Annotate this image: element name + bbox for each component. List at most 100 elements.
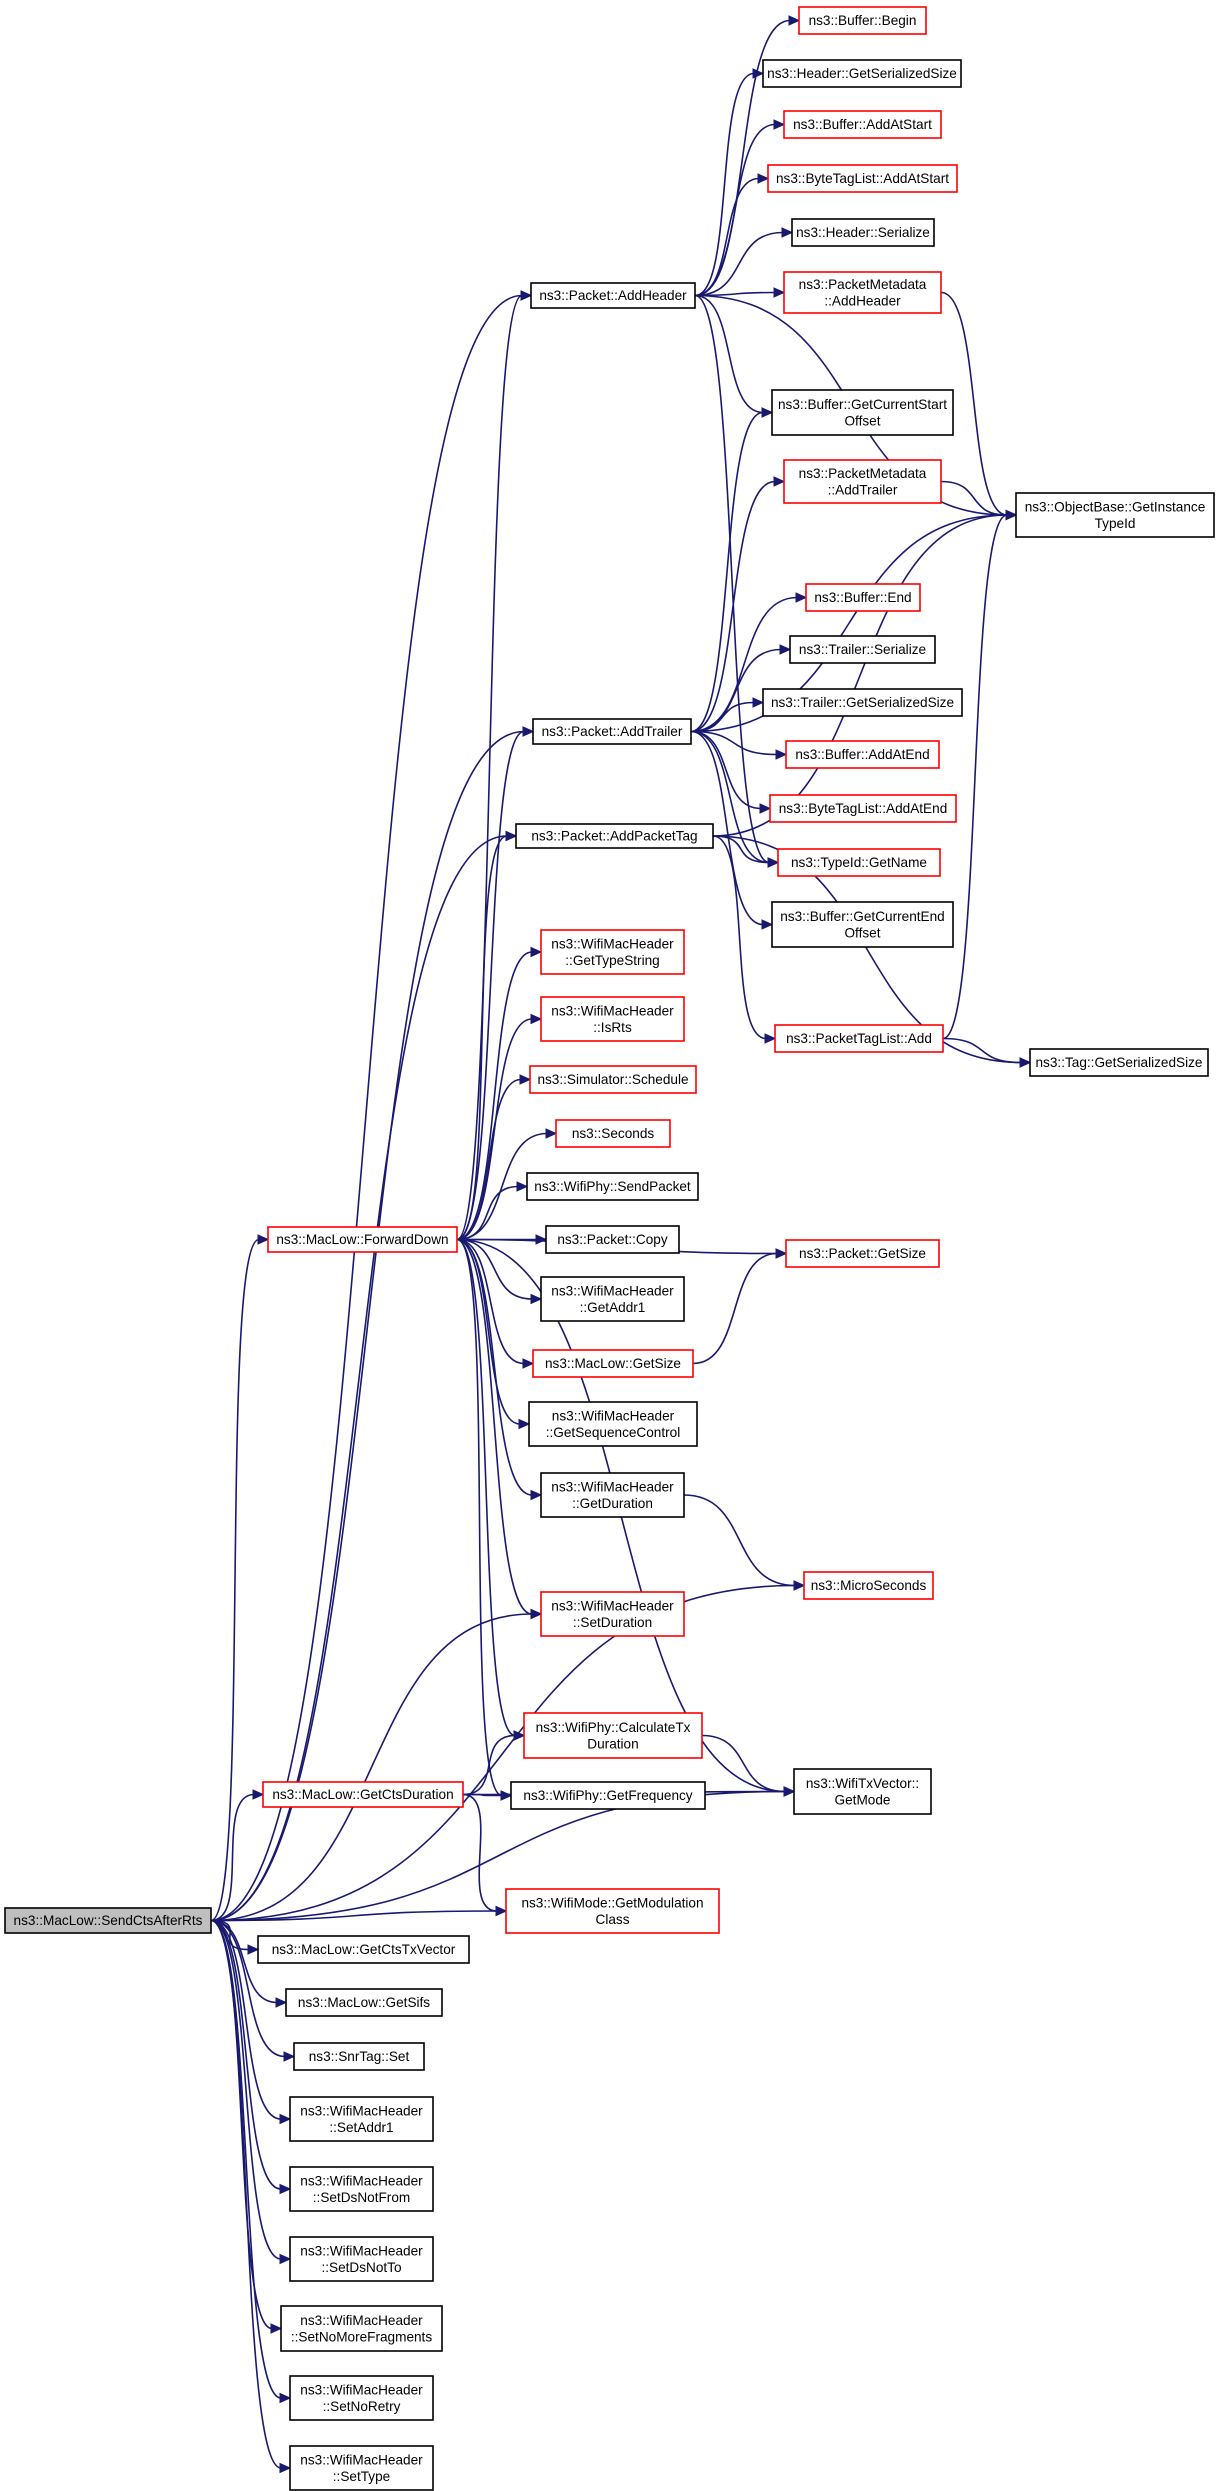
edge-arrowhead [773, 119, 786, 130]
graph-node[interactable]: ns3::PacketMetadata::AddTrailer [783, 459, 942, 504]
graph-node[interactable]: ns3::MacLow::GetCtsTxVector [257, 1935, 470, 1964]
node-box [805, 583, 921, 612]
graph-node[interactable]: ns3::Packet::AddHeader [530, 282, 696, 309]
graph-node[interactable]: ns3::WifiPhy::GetFrequency [510, 1781, 706, 1810]
graph-node[interactable]: ns3::Header::Serialize [791, 218, 935, 247]
graph-node[interactable]: ns3::ByteTagList::AddAtEnd [769, 794, 957, 823]
edge [690, 648, 782, 733]
node-box [785, 740, 940, 769]
edge [940, 480, 1008, 516]
graph-node[interactable]: ns3::Simulator::Schedule [529, 1065, 697, 1094]
graph-node[interactable]: ns3::Buffer::Begin [798, 6, 927, 35]
node-box [1015, 492, 1215, 538]
graph-node[interactable]: ns3::MicroSeconds [803, 1571, 934, 1600]
graph-node[interactable]: ns3::PacketMetadata::AddHeader [783, 271, 942, 314]
graph-node[interactable]: ns3::WifiMacHeader::SetDsNotFrom [289, 2166, 434, 2212]
edge-arrowhead [500, 1790, 513, 1801]
edge-arrowhead [757, 173, 770, 184]
graph-node[interactable]: ns3::MacLow::GetSize [532, 1349, 694, 1378]
graph-node[interactable]: ns3::Buffer::AddAtStart [783, 110, 942, 139]
nodes-layer: ns3::MacLow::SendCtsAfterRtsns3::Packet:… [4, 6, 1215, 2491]
node-box [530, 282, 696, 309]
node-label: ::AddHeader [824, 293, 901, 308]
graph-node[interactable]: ns3::SnrTag::Set [293, 2042, 425, 2071]
node-label: ns3::WifiMacHeader [551, 1003, 674, 1018]
graph-node[interactable]: ns3::Packet::Copy [545, 1225, 680, 1254]
graph-node[interactable]: ns3::WifiMacHeader::GetSequenceControl [528, 1401, 698, 1447]
graph-node[interactable]: ns3::WifiMacHeader::GetDuration [540, 1472, 685, 1518]
node-label: ns3::MacLow::GetSifs [298, 1995, 430, 2010]
node-label: ns3::Packet::AddTrailer [542, 724, 683, 739]
node-label: ::GetAddr1 [580, 1300, 646, 1315]
graph-node[interactable]: ns3::WifiMacHeader::SetNoRetry [289, 2375, 434, 2421]
graph-node[interactable]: ns3::MacLow::GetCtsDuration [262, 1781, 464, 1808]
node-label: ns3::WifiPhy::CalculateTx [536, 1720, 691, 1735]
graph-node[interactable]: ns3::WifiMacHeader::SetAddr1 [289, 2096, 434, 2142]
edge [712, 514, 1008, 837]
node-label: ns3::Seconds [572, 1126, 655, 1141]
graph-node[interactable]: ns3::WifiMacHeader::GetAddr1 [540, 1276, 685, 1322]
node-box [289, 2375, 434, 2421]
graph-node[interactable]: ns3::ByteTagList::AddAtStart [767, 164, 958, 193]
node-label: ::SetDuration [573, 1615, 652, 1630]
graph-node[interactable]: ns3::WifiMacHeader::GetTypeString [540, 929, 685, 975]
graph-node[interactable]: ns3::WifiTxVector::GetMode [793, 1768, 932, 1815]
graph-node[interactable]: ns3::MacLow::GetSifs [285, 1988, 443, 2017]
graph-node[interactable]: ns3::WifiMacHeader::SetType [289, 2445, 434, 2491]
edge [694, 294, 764, 414]
graph-node[interactable]: ns3::Buffer::End [805, 583, 921, 612]
edge-arrowhead [530, 1608, 543, 1620]
graph-node[interactable]: ns3::WifiPhy::SendPacket [526, 1172, 699, 1201]
node-label: ns3::WifiMacHeader [300, 2382, 423, 2397]
edge [210, 1238, 260, 1922]
graph-node[interactable]: ns3::WifiMacHeader::IsRts [540, 996, 685, 1042]
edge [683, 1494, 796, 1587]
node-label: TypeId [1095, 516, 1136, 531]
edge [694, 294, 770, 864]
edge-arrowhead [283, 2051, 296, 2062]
node-box [285, 1988, 443, 2017]
graph-node[interactable]: ns3::TypeId::GetName [777, 848, 941, 877]
graph-node[interactable]: ns3::PacketTagList::Add [774, 1024, 944, 1053]
graph-node[interactable]: ns3::Packet::AddPacketTag [515, 823, 714, 849]
node-box [510, 1781, 706, 1810]
edge-arrowhead [752, 697, 765, 708]
node-box [783, 110, 942, 139]
graph-node[interactable]: ns3::Buffer::AddAtEnd [785, 740, 940, 769]
edge-arrowhead [545, 1128, 558, 1139]
edge-arrowhead [279, 2113, 292, 2125]
edge [694, 72, 755, 297]
node-label: ns3::Buffer::AddAtStart [793, 117, 932, 132]
graph-node[interactable]: ns3::WifiMacHeader::SetDuration [540, 1591, 685, 1637]
graph-node[interactable]: ns3::MacLow::ForwardDown [267, 1226, 458, 1253]
edge [210, 835, 508, 1922]
graph-node[interactable]: ns3::WifiMacHeader::SetNoMoreFragments [280, 2305, 443, 2352]
graph-node[interactable]: ns3::Tag::GetSerializedSize [1029, 1048, 1209, 1077]
edge [690, 730, 764, 926]
edge-arrowhead [279, 2253, 292, 2265]
graph-node[interactable]: ns3::Header::GetSerializedSize [762, 59, 962, 88]
node-box [771, 389, 954, 436]
node-box [791, 218, 935, 247]
node-label: ::IsRts [593, 1020, 632, 1035]
graph-node[interactable]: ns3::Packet::AddTrailer [532, 718, 692, 745]
node-label: ns3::WifiMacHeader [300, 2313, 423, 2328]
node-box [293, 2042, 425, 2071]
node-label: ::GetDuration [572, 1496, 653, 1511]
node-label: ns3::WifiMacHeader [551, 1479, 674, 1494]
graph-node[interactable]: ns3::Packet::GetSize [785, 1239, 940, 1268]
graph-node[interactable]: ns3::WifiMacHeader::SetDsNotTo [289, 2236, 434, 2282]
node-box [528, 1401, 698, 1447]
graph-node[interactable]: ns3::Trailer::Serialize [789, 635, 936, 664]
graph-node[interactable]: ns3::Trailer::GetSerializedSize [762, 688, 963, 717]
graph-node[interactable]: ns3::Seconds [555, 1119, 671, 1148]
edge [942, 1037, 1022, 1064]
node-label: ns3::WifiMacHeader [551, 936, 674, 951]
edge [690, 411, 764, 733]
node-label: ns3::Header::Serialize [796, 225, 930, 240]
